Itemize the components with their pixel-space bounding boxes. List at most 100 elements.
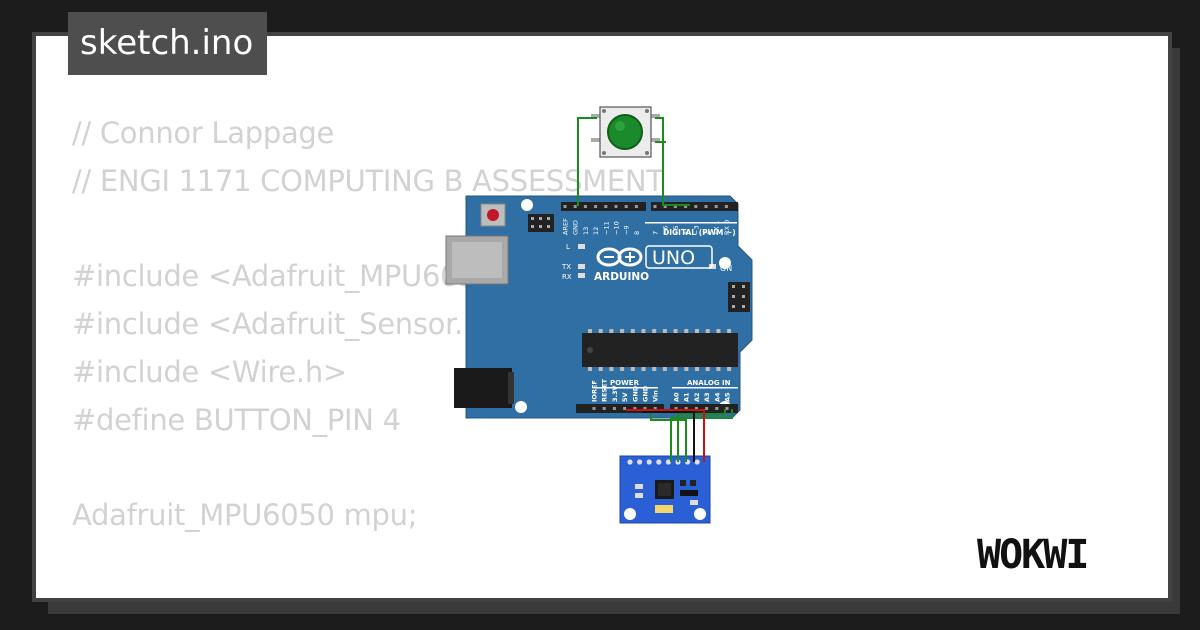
wire-button-pin4 [655,117,690,206]
analog-header [670,404,738,413]
header-pin[interactable] [715,407,719,410]
analog-pin-label: A1 [683,392,691,402]
arduino-logo-icon [596,247,643,267]
code-line: // Connor Lappage [72,116,335,150]
header-pin[interactable] [674,407,678,410]
digital-pin-label: ~6 [662,225,670,235]
analog-pin-label: A4 [713,392,721,402]
power-jack [454,368,512,408]
digital-pin-label: ~5 [672,225,680,235]
digital-pin-label: 4 [682,231,690,235]
digital-pin-label: ~9 [623,225,631,235]
header-pin[interactable] [592,407,596,410]
header-pin[interactable] [583,205,587,208]
digital-pin-label: RX 0 [723,220,731,235]
analog-pin-label: A5 [724,392,732,402]
header-pin[interactable] [624,205,628,208]
header-pin[interactable] [563,205,567,208]
power-header [576,404,664,413]
digital-pin-label: 8 [633,231,641,235]
svg-text:WOKWI: WOKWI [977,532,1087,578]
header-pin[interactable] [694,407,698,410]
mpu-pin[interactable] [637,459,643,465]
digital-pin-label: ~11 [602,221,610,235]
code-line: // Console [72,588,664,598]
mpu6050-module[interactable] [619,455,711,524]
digital-pin-label: 2 [703,231,711,235]
digital-pin-label: ~10 [613,221,621,235]
filename-tab[interactable]: sketch.ino [68,12,268,75]
header-pin[interactable] [602,407,606,410]
reset-button[interactable] [487,209,499,221]
header-pin[interactable] [694,205,698,208]
code-line: #include <Adafruit_Sensor.h> [72,307,506,342]
header-pin[interactable] [714,205,718,208]
power-pin-label: GND [642,385,650,402]
header-pin[interactable] [614,205,618,208]
mpu-pin[interactable] [646,459,652,465]
digital-pin-label: GND [572,220,580,235]
led-rx-label: RX [562,273,572,281]
header-pin[interactable] [684,407,688,410]
wire-mpu-gnd [650,409,687,462]
wire-mpu-a4 [677,409,726,462]
atmega-chip [582,333,738,367]
header-pin[interactable] [724,205,728,208]
code-line: // ENGI 1171 COMPUTING B ASSESSMENT [72,163,664,198]
power-pin-label: Vin [652,390,660,402]
header-pin[interactable] [573,205,577,208]
analog-pin-label: A0 [673,392,681,402]
pushbutton[interactable] [591,106,660,158]
wokwi-logo: WOKWI [977,532,1089,578]
header-pin[interactable] [725,407,729,410]
code-line: #include <Wire.h> [72,354,347,389]
header-pin[interactable] [705,407,709,410]
header-pin[interactable] [673,205,677,208]
header-pin[interactable] [612,407,616,410]
mpu-pin[interactable] [656,459,662,465]
digital-pin-label: 7 [652,231,660,235]
header-pin[interactable] [653,407,657,410]
header-pin[interactable] [704,205,708,208]
power-pin-label: GND [631,385,639,402]
header-pin[interactable] [604,205,608,208]
digital-pin-label: ~3 [692,225,700,235]
arduino-uno-board[interactable]: DIGITAL (PWM ~) POWER ANALOG IN ON L TX … [445,195,753,419]
power-pin-label: RESET [601,378,609,402]
power-header-label: POWER [610,379,640,387]
header-pin[interactable] [623,407,627,410]
board-model: UNO [652,247,695,269]
analog-pin-label: A2 [693,392,701,402]
power-pin-label: IOREF [591,380,599,402]
header-pin[interactable] [633,407,637,410]
code-line: #define BUTTON_PIN 4 [72,402,401,437]
button-cap[interactable] [607,114,643,150]
digital-pin-label: 12 [592,227,600,235]
analog-header-label: ANALOG IN [687,379,731,387]
on-label: ON [720,264,732,273]
digital-header-label: DIGITAL (PWM ~) [663,228,736,237]
mpu-pin[interactable] [665,459,672,465]
digital-header [561,202,646,211]
led-tx-label: TX [561,263,571,271]
power-pin-label: 3.3V [611,385,619,402]
code-line: Adafruit_MPU6050 mpu; [72,498,418,533]
header-pin[interactable] [643,407,647,410]
wire-mpu-vcc [626,409,705,462]
header-pin[interactable] [663,205,667,208]
header-pin[interactable] [653,205,657,208]
digital-pin-label: TX 1 [713,220,721,236]
led-l-label: L [566,243,570,251]
header-pin[interactable] [594,205,598,208]
digital-pin-label: AREF [562,218,570,235]
mpu-pin[interactable] [627,459,633,465]
wire-button-gnd [577,117,597,206]
analog-pin-label: A3 [703,392,711,402]
header-pin[interactable] [684,205,688,208]
digital-pin-label: 13 [582,227,590,235]
header-pin[interactable] [634,205,638,208]
mpu-pin[interactable] [694,459,700,465]
wire-mpu-a5 [670,409,733,462]
code-listing: // Connor Lappage // ENGI 1171 COMPUTING … [72,110,664,598]
